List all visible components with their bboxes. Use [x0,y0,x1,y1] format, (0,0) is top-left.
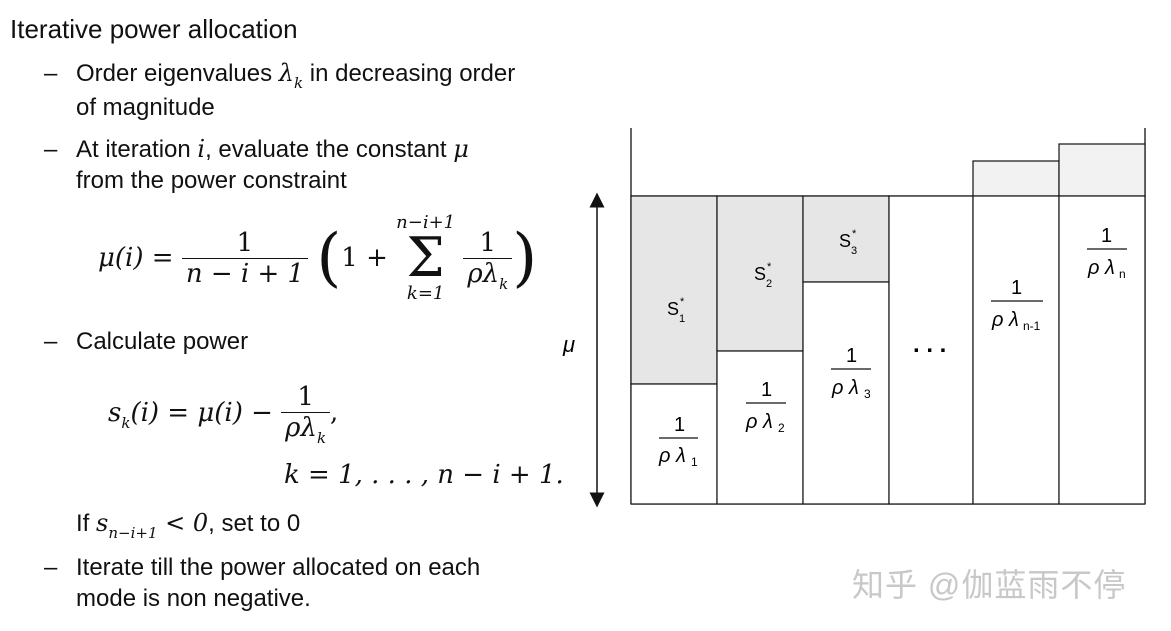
sum-upper-limit: n−i+1 [396,212,456,233]
summation: n−i+1 Σ k=1 [396,212,455,304]
inverse-block-3 [802,281,890,505]
left-paren: ( [316,221,342,295]
above-level-block-n-1 [972,160,1060,197]
watermark: 知乎 @伽蓝雨不停 [852,567,1127,603]
svg-text:ρ λ: ρ λ [991,309,1019,331]
mu-symbol: μ [453,135,469,163]
lambda-symbol: λ [278,59,294,87]
bullet-text: in decreasing order [303,60,516,87]
comma: , [330,397,339,428]
svg-text:1: 1 [1011,277,1022,299]
slide-title: Iterative power allocation [10,14,298,44]
bullet-dash: – [44,554,58,581]
if-text: , set to 0 [208,510,301,537]
condition-rest: < 0 [157,509,209,537]
svg-text:1: 1 [679,313,685,325]
svg-text:3: 3 [851,245,857,257]
svg-text:ρ λ: ρ λ [1087,257,1115,279]
dots-column [888,195,974,505]
right-paren: ) [512,221,538,295]
fraction-numerator: 1 [281,382,331,413]
svg-text:1: 1 [846,345,857,367]
svg-text:3: 3 [864,387,871,401]
rho-lambda: ρλ [285,413,317,443]
svg-text:*: * [680,296,685,308]
svg-text:1: 1 [691,455,698,469]
rho-lambda: ρλ [467,258,500,289]
mu-lhs: μ(i) = [98,243,174,273]
bullet-text: mode is non negative. [76,585,311,612]
s-symbol: s [96,509,109,537]
inverse-block-n-1 [972,195,1060,505]
inverse-block-2 [716,350,804,505]
bullet-text: Order eigenvalues [76,60,279,87]
bullet-iterate: – Iterate till the power allocated on ea… [44,552,480,614]
svg-text:n: n [1119,267,1126,281]
bullet-dash: – [44,60,58,87]
bullet-text: Calculate power [76,328,249,355]
inverse-label-n-1: 1 ρ λ n-1 [991,277,1043,333]
svg-text:S: S [667,299,679,319]
lambda-subscript: k [294,74,304,92]
s-symbol: s [108,397,122,428]
mu-label: μ [562,332,575,357]
inverse-block-1 [630,383,718,505]
bullet-order-eigenvalues: – Order eigenvalues λk in decreasing ord… [44,58,515,123]
above-level-block-n [1058,143,1146,197]
inverse-label-1: 1 ρ λ 1 [658,414,698,469]
svg-text:*: * [767,261,772,273]
svg-text:S: S [754,264,766,284]
fraction: 1 n − i + 1 [181,228,309,289]
inverse-label-3: 1 ρ λ 3 [831,345,871,401]
svg-text:*: * [852,228,857,240]
bullet-text: from the power constraint [76,167,347,194]
svg-text:ρ λ: ρ λ [658,445,686,467]
sigma-icon: Σ [406,226,445,289]
bullet-text: , evaluate the constant [205,136,454,163]
svg-text:ρ λ: ρ λ [831,377,859,399]
if-condition-line: If sn−i+1 < 0, set to 0 [44,508,300,542]
svg-text:2: 2 [766,278,772,290]
ellipsis: . . . [913,331,946,358]
fraction: 1 ρλk [281,382,331,447]
bullet-dash: – [44,328,58,355]
subscript-k: k [121,413,131,432]
bullet-calculate-power: – Calculate power [44,326,248,357]
s3-label: S * 3 [839,228,857,257]
k-range: k = 1, . . . , n − i + 1. [284,460,564,490]
bullet-text: At iteration [76,136,198,163]
sk-rest: (i) = μ(i) − [130,397,273,428]
one-plus: 1 + [341,243,388,273]
mu-equation: μ(i) = 1 n − i + 1 (1 + n−i+1 Σ k=1 1 ρλ… [98,212,537,304]
svg-text:n-1: n-1 [1023,319,1041,333]
bullet-text: of magnitude [76,94,215,121]
fraction-numerator: 1 [181,228,309,259]
bullet-dash: – [44,136,58,163]
sk-equation: sk(i) = μ(i) − 1 ρλk , [108,382,339,447]
bullet-iteration: – At iteration i, evaluate the constant … [44,134,469,196]
bullet-text: Iterate till the power allocated on each [76,554,481,581]
subscript-k: k [499,274,509,293]
svg-text:2: 2 [778,421,785,435]
s2-label: S * 2 [754,261,772,290]
fraction-denominator: n − i + 1 [185,258,305,289]
if-text: If [76,510,97,537]
svg-text:ρ λ: ρ λ [745,411,773,433]
s1-label: S * 1 [667,296,685,325]
condition-subscript: n−i+1 [108,524,158,542]
svg-text:1: 1 [1101,225,1112,247]
svg-text:S: S [839,231,851,251]
i-symbol: i [197,135,206,163]
subscript-k: k [316,429,327,447]
power-block-1 [630,195,718,385]
fraction-numerator: 1 [463,228,513,259]
inverse-label-n: 1 ρ λ n [1087,225,1127,281]
inverse-label-2: 1 ρ λ 2 [745,379,786,435]
fraction: 1 ρλk [463,228,513,293]
svg-text:1: 1 [674,414,685,436]
inverse-block-n [1058,195,1146,505]
sum-lower-limit: k=1 [406,283,445,304]
svg-text:1: 1 [761,379,772,401]
